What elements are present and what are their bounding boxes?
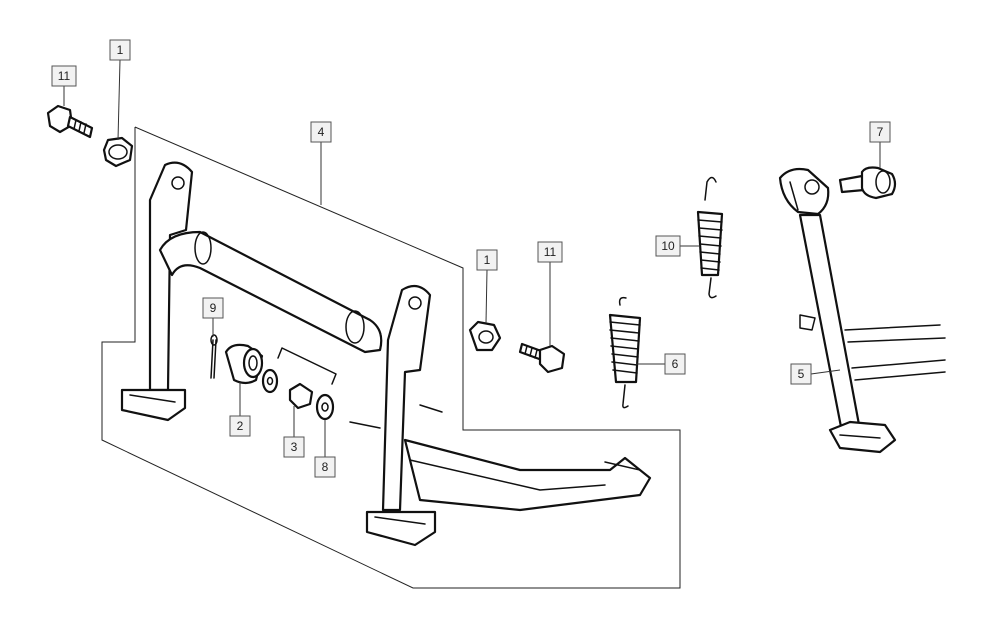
callout-8-text: 8 (322, 460, 329, 474)
washer-spacer-set (261, 347, 337, 421)
bushing-2 (224, 343, 264, 385)
callout-5-text: 5 (798, 367, 805, 381)
callout-4-text: 4 (318, 125, 325, 139)
callout-1b: 1 (476, 249, 498, 271)
callout-6-text: 6 (672, 357, 679, 371)
callout-10-text: 10 (661, 239, 675, 253)
main-stand (120, 161, 652, 547)
callout-8: 8 (314, 456, 336, 478)
bolt-11-b (518, 342, 566, 374)
callout-3: 3 (283, 436, 305, 458)
callout-10: 10 (655, 235, 681, 257)
callout-11b-text: 11 (544, 245, 557, 259)
leader-5 (810, 369, 841, 375)
callout-11a: 11 (51, 65, 77, 87)
callout-2-text: 2 (237, 419, 244, 433)
leader-1a (117, 59, 121, 141)
callout-1b-text: 1 (484, 253, 491, 267)
callout-1a: 1 (109, 39, 131, 61)
callout-9-text: 9 (210, 301, 217, 315)
nut-1-b (468, 320, 502, 352)
callout-1a-text: 1 (117, 43, 124, 57)
bolt-7 (838, 166, 897, 200)
callout-9: 9 (202, 297, 224, 319)
callout-5: 5 (790, 363, 812, 385)
callout-6: 6 (664, 353, 686, 375)
bolt-11-a (46, 104, 94, 139)
cotter-pin-9 (210, 334, 218, 379)
main-stand-group-outline (101, 126, 681, 589)
callout-3-text: 3 (291, 440, 298, 454)
nut-1-a (102, 136, 134, 168)
leader-1b (485, 269, 488, 324)
callout-2: 2 (229, 415, 251, 437)
side-stand-5 (778, 167, 946, 454)
callout-11b: 11 (537, 241, 563, 263)
spring-10 (696, 176, 724, 299)
spring-6 (608, 296, 642, 409)
callout-7-text: 7 (877, 125, 884, 139)
callout-4: 4 (310, 121, 332, 143)
callout-11a-text: 11 (58, 69, 71, 83)
callout-7: 7 (869, 121, 891, 143)
